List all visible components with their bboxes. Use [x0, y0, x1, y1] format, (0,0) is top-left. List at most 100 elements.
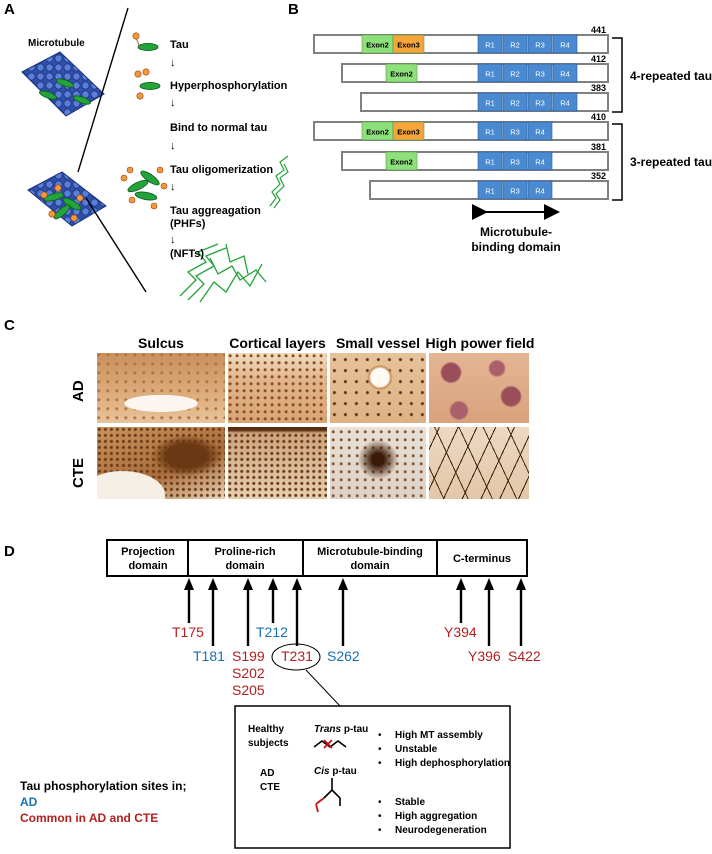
domain-projection-line1: Projection: [121, 546, 175, 558]
site-arrow: [484, 578, 494, 646]
histology-ad-cortical: [228, 353, 327, 423]
column-header-sulcus: Sulcus: [138, 335, 184, 351]
mbd-label-line1: Microtubule-: [480, 225, 552, 239]
cis-ptau-label: Cis p-tau: [314, 766, 357, 777]
property-item: Stable: [395, 797, 425, 808]
step-tau-oligomerization: Tau oligomerization: [170, 164, 273, 176]
repeat-label: R2: [510, 70, 520, 79]
site-arrow: [208, 578, 218, 646]
step-tau: Tau: [170, 39, 189, 51]
histology-ad-vessel: [330, 353, 426, 423]
repeat-label: R1: [485, 70, 495, 79]
property-item: High dephosphorylation: [395, 758, 510, 769]
repeat-label: R1: [485, 128, 495, 137]
histology-ad-sulcus: [97, 353, 225, 423]
site-label-y396: Y396: [468, 648, 501, 664]
site-label-y394: Y394: [444, 624, 477, 640]
step-arrow-2: ↓: [170, 97, 176, 109]
step-phfs: (PHFs): [170, 218, 206, 230]
domain-cterminus-label: C-terminus: [453, 553, 511, 565]
trans-ptau-structure-icon: [313, 739, 347, 749]
exon-block: [392, 34, 425, 54]
isoform-length-label: 412: [591, 54, 606, 64]
cis-italic: Cis: [314, 766, 330, 777]
repeat-label: R4: [535, 187, 545, 196]
healthy-label-line1: Healthy: [248, 724, 285, 735]
cis-rest: p-tau: [330, 766, 357, 777]
repeat-block: [552, 34, 578, 54]
histology-ad-highpower: [429, 353, 529, 423]
property-item: High aggregation: [395, 811, 477, 822]
hyperphosphorylated-tau-icon: [134, 68, 161, 100]
repeat-label: R2: [510, 41, 520, 50]
bullet: •: [378, 797, 382, 808]
repeat-block: [502, 121, 528, 141]
repeat-label: R4: [535, 128, 545, 137]
microtubule-label: Microtubule: [28, 38, 85, 49]
legend-ad: AD: [20, 795, 38, 809]
exon-block: [385, 151, 418, 171]
microtubule-icon: [21, 51, 105, 117]
step-arrow-3: ↓: [170, 140, 176, 152]
trans-rest: p-tau: [341, 724, 368, 735]
isoform-frame: [313, 121, 609, 141]
t231-highlight-ellipse: [271, 643, 321, 671]
bullet: •: [378, 744, 382, 755]
histology-cte-vessel: [330, 427, 426, 499]
bullet: •: [378, 730, 382, 741]
bullet: •: [378, 811, 382, 822]
exon-label: Exon3: [397, 128, 420, 137]
bracket-3r: [612, 123, 623, 201]
repeat-block: [502, 92, 528, 112]
repeat-label: R1: [485, 158, 495, 167]
tau-domain-bar: [106, 539, 528, 577]
panel-a-divider-lower: [85, 197, 147, 293]
aggregated-microtubule-icon: [27, 171, 107, 227]
site-arrow: [184, 578, 194, 623]
repeat-block: [552, 92, 578, 112]
trans-ptau-label: Trans p-tau: [314, 724, 368, 735]
repeat-label: R4: [535, 158, 545, 167]
site-label-s202: S202: [232, 665, 265, 681]
repeat-label: R3: [510, 158, 520, 167]
repeat-block: [477, 63, 503, 83]
property-item: High MT assembly: [395, 730, 483, 741]
step-arrow-4: ↓: [170, 181, 176, 193]
step-arrow-5: ↓: [170, 234, 176, 246]
t231-callout-line: [305, 669, 341, 707]
site-arrow: [292, 578, 302, 646]
exon-label: Exon2: [366, 41, 389, 50]
repeat-label: R1: [485, 41, 495, 50]
site-label-t175: T175: [172, 624, 204, 640]
isoform-length-label: 352: [591, 171, 606, 181]
step-hyperphosphorylation: Hyperphosphorylation: [170, 80, 288, 92]
repeat-block: [527, 34, 553, 54]
site-label-s199: S199: [232, 648, 265, 664]
repeat-label: R1: [485, 187, 495, 196]
healthy-label-line2: subjects: [248, 738, 289, 749]
property-item: Unstable: [395, 744, 438, 755]
site-label-t181: T181: [193, 648, 225, 664]
step-nfts: (NFTs): [170, 248, 204, 260]
bullet: •: [378, 758, 382, 769]
repeat-label: R2: [510, 99, 520, 108]
panel-a-letter: A: [4, 1, 15, 18]
exon-label: Exon2: [390, 70, 413, 79]
site-arrows: [184, 578, 526, 646]
bullet: •: [378, 825, 382, 836]
isoform-length-label: 383: [591, 83, 606, 93]
isoform-frame: [341, 151, 609, 171]
site-arrow: [456, 578, 466, 623]
repeat-label: R3: [535, 99, 545, 108]
cis-ptau-structure-icon: [315, 778, 341, 813]
repeat-label: R3: [510, 187, 520, 196]
repeat-label: R4: [560, 99, 570, 108]
property-item: Neurodegeneration: [395, 825, 487, 836]
panel-c-letter: C: [4, 317, 15, 334]
site-arrow: [243, 578, 253, 646]
